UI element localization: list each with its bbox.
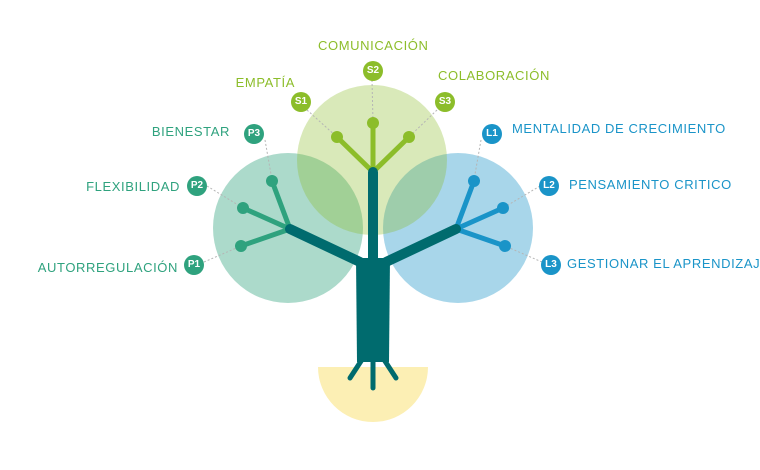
badge-p2: P2 xyxy=(187,176,207,196)
learning-leaf-nodes xyxy=(468,175,511,252)
learning-branches xyxy=(453,178,508,249)
badge-p3: P3 xyxy=(244,124,264,144)
soil-semicircle xyxy=(318,367,428,422)
personal-branches xyxy=(238,178,293,249)
badge-s2: S2 xyxy=(363,61,383,81)
badge-s3: S3 xyxy=(435,92,455,112)
label-empatia: EMPATÍA xyxy=(235,75,295,90)
social-branches xyxy=(334,120,412,175)
badge-l2: L2 xyxy=(539,176,559,196)
badge-s1: S1 xyxy=(291,92,311,112)
label-gestionar-el-aprendizaje: GESTIONAR EL APRENDIZAJE xyxy=(567,256,760,271)
label-bienestar: BIENESTAR xyxy=(151,124,230,139)
label-pensamiento-critico: PENSAMIENTO CRITICO xyxy=(569,177,732,192)
label-comunicacion: COMUNICACIÓN xyxy=(318,38,429,53)
social-leaf-nodes xyxy=(331,117,415,143)
connector-lines xyxy=(203,79,543,263)
personal-leaf-nodes xyxy=(235,175,278,252)
badge-p1: P1 xyxy=(184,255,204,275)
label-autorregulacion: AUTORREGULACIÓN xyxy=(37,260,178,275)
label-colaboracion: COLABORACIÓN xyxy=(438,68,550,83)
trunk-body xyxy=(356,258,390,362)
label-mentalidad-de-crecimiento: MENTALIDAD DE CRECIMIENTO xyxy=(512,121,726,136)
label-flexibilidad: FLEXIBILIDAD xyxy=(86,179,180,194)
badge-l3: L3 xyxy=(541,255,561,275)
badge-l1: L1 xyxy=(482,124,502,144)
tree-trunk xyxy=(285,167,461,391)
